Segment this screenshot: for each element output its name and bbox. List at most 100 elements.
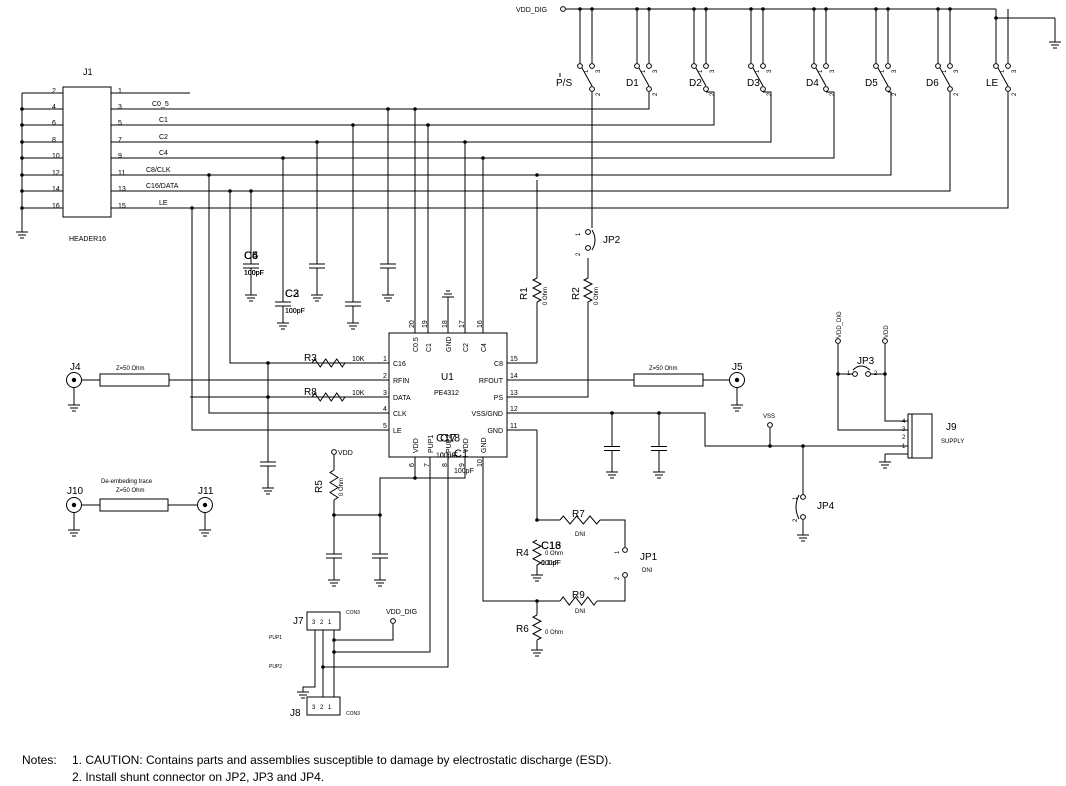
cap-value-C16: 0.1uF (541, 560, 559, 567)
switch-arm (638, 67, 650, 87)
net-vss (537, 412, 908, 447)
j9-ref: J9 (946, 422, 957, 433)
j1-left-pin-num: 8 (52, 137, 56, 144)
u1-pin-name: C8 (494, 361, 503, 368)
switch-pin-num: 3 (653, 69, 659, 73)
junction-dot (463, 140, 467, 144)
j1-left-pin-num: 6 (52, 120, 56, 127)
deembed-label: De-embeding trace (101, 479, 153, 485)
switch-pin-num: 1 (641, 69, 647, 73)
junction-dot (812, 7, 816, 11)
switch-common (823, 86, 829, 92)
deembed-z-label: Z=50 Ohm (116, 488, 145, 494)
vdd-vert-label: VDD (884, 325, 890, 338)
junction-dot (426, 123, 430, 127)
j1-right-pin-num: 13 (118, 186, 126, 193)
j11-ref: J11 (198, 486, 214, 497)
r5-value: 0 Ohm (339, 478, 345, 496)
net-vdd-u1 (334, 470, 466, 516)
u1-pin-name: GND (487, 428, 503, 435)
r4-ref: R4 (516, 548, 529, 559)
switch-pin-num: 2 (710, 92, 716, 96)
u1-pin-name: VDD (413, 438, 420, 453)
switch-label-D5: D5 (865, 78, 878, 89)
u1-pin-name: GND (481, 437, 488, 453)
sma-connector-j11 (197, 497, 213, 513)
j8-pin-num: 3 (312, 705, 316, 711)
j9-pin-num: 2 (902, 435, 906, 441)
junction-dot (20, 123, 24, 127)
r6-value: 0 Ohm (545, 630, 563, 636)
jp1-pin (622, 572, 628, 578)
junction-dot (886, 7, 890, 11)
capacitor (372, 553, 388, 559)
ground-symbol (653, 471, 665, 479)
sma-center (71, 377, 77, 383)
junction-dot (994, 16, 998, 20)
jumper-shunt-jp4 (795, 494, 800, 520)
switch-pin-num: 2 (767, 92, 773, 96)
j1-left-pin-num: 2 (52, 88, 56, 95)
pup1-label: PUP1 (269, 635, 282, 641)
jp3-pin2-label: 2 (874, 371, 878, 377)
net-label: C4 (159, 150, 168, 157)
j1-left-pin-num: 16 (52, 203, 60, 210)
vdd-dig-terminal-j9 (835, 338, 841, 344)
sma-connector-j5 (729, 372, 745, 388)
switch-pin-num: 1 (818, 69, 824, 73)
junction-dot (20, 107, 24, 111)
cap-value-C4: 100pF (244, 270, 264, 277)
switch-pin-num: 3 (892, 69, 898, 73)
u1-pin-name: VSS/GND (471, 411, 503, 418)
cap-value-C1: 100pF (454, 468, 474, 475)
vdd-dig-terminal (560, 6, 566, 12)
switch-contact (811, 63, 817, 69)
capacitor (380, 263, 396, 269)
junction-dot (836, 372, 840, 376)
net-c4 (190, 91, 835, 159)
junction-dot (535, 599, 539, 603)
cap-value-C3: 100pF (285, 308, 305, 315)
switch-arm (752, 67, 764, 87)
jp4-pin (800, 514, 806, 520)
switch-contact (634, 63, 640, 69)
net-c16 (190, 92, 951, 192)
r1-value: 0 Ohm (543, 287, 549, 305)
u1-pin-num: 13 (510, 390, 518, 397)
j9-pin-num: 3 (902, 427, 906, 433)
switch-pin-num: 2 (653, 92, 659, 96)
u1-pin-num: 14 (510, 373, 518, 380)
ground-symbol (382, 294, 394, 302)
net-label: LE (159, 200, 168, 207)
j5-ref: J5 (732, 362, 743, 373)
j7-pin-num: 2 (320, 620, 324, 626)
junction-dot (761, 7, 765, 11)
switch-pin-num: 3 (830, 69, 836, 73)
wire (334, 624, 394, 641)
junction-dot (824, 7, 828, 11)
cap-ref-C2: C2 (285, 288, 299, 300)
jp3-ref: JP3 (857, 356, 875, 367)
junction-dot (228, 189, 232, 193)
vdd-dig-terminal-j7 (390, 618, 396, 624)
switch-pin-num: 1 (584, 69, 590, 73)
switch-contact (873, 63, 879, 69)
switch-label-D2: D2 (689, 78, 702, 89)
switch-contact (577, 63, 583, 69)
sma-connector-j4 (66, 372, 82, 388)
net-pup1 (334, 470, 431, 653)
sma-center (202, 502, 208, 508)
switch-pin-num: 1 (755, 69, 761, 73)
tl-out-label: Z=50 Ohm (649, 366, 678, 372)
cap-ref-C6: C6 (244, 250, 258, 262)
junction-dot (704, 7, 708, 11)
junction-dot (332, 513, 336, 517)
cap-value-C18: 0.1uF (440, 453, 458, 460)
net-label: C16/DATA (146, 183, 179, 190)
u1-pin-num: 6 (409, 463, 416, 467)
ground-symbol (328, 579, 340, 587)
switch-contact (691, 63, 697, 69)
r8-value: 10K (352, 390, 365, 397)
r9-value: DNI (575, 609, 586, 615)
